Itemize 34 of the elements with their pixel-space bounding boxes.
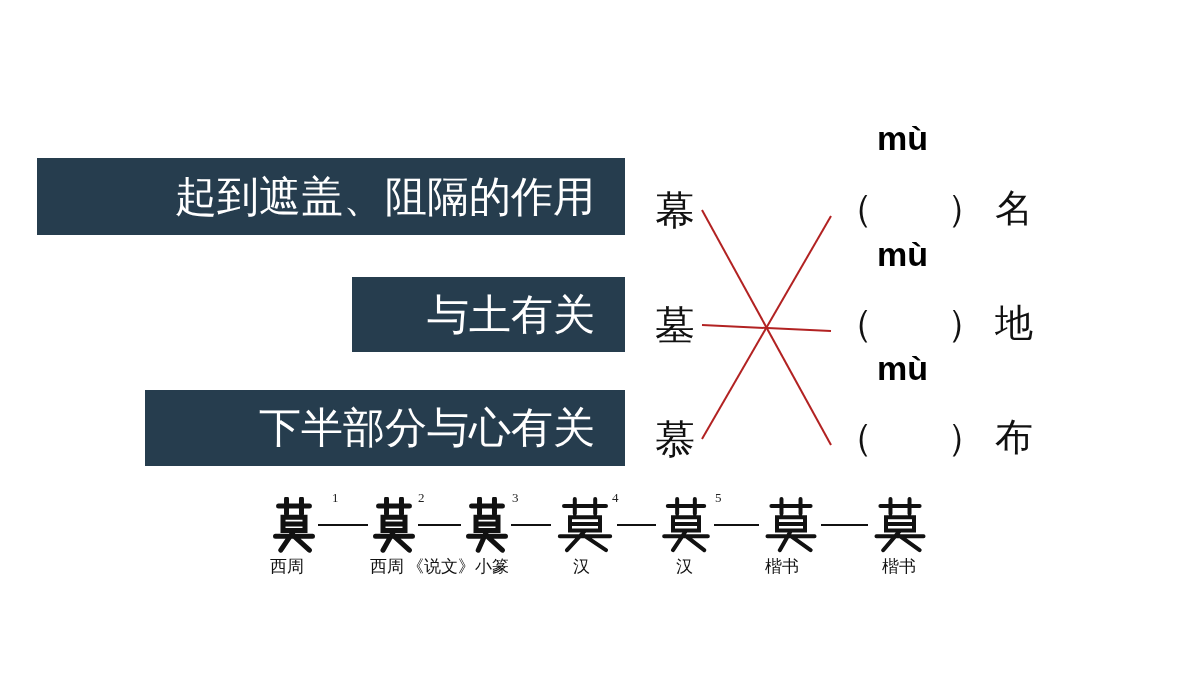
character-text: 慕 [650,414,700,464]
character-text: 名 [995,186,1033,230]
label-box: 与土有关 [352,277,625,352]
callout-number: 3 [512,490,519,506]
dash-connector [713,524,760,526]
callout-number: 5 [715,490,722,506]
label-box: 下半部分与心有关 [145,390,625,466]
character-text: 地 [995,301,1033,345]
caption-text: 西周 [370,555,404,578]
caption-text: 汉 [573,555,590,578]
matching-line [701,324,832,332]
label-box: 起到遮盖、阻隔的作用 [37,158,625,235]
fill-in-brackets: （ ） [835,301,986,345]
character-text: 墓 [650,300,700,350]
caption-text: 楷书 [882,555,916,578]
caption-text: 楷书 [765,555,799,578]
caption-text: 《说文》小篆 [407,555,509,578]
dash-connector [317,524,369,526]
dash-connector [510,524,552,526]
fill-in-brackets: （ ） [835,186,986,230]
pinyin-text: mù [877,120,928,156]
character-text: 幕 [650,185,700,235]
callout-number: 1 [332,490,339,506]
character-text: 布 [995,415,1033,459]
caption-text: 西周 [270,555,304,578]
fill-in-brackets: （ ） [835,415,986,459]
dash-connector [616,524,657,526]
caption-text: 汉 [676,555,693,578]
callout-number: 4 [612,490,619,506]
pinyin-text: mù [877,236,928,272]
dash-connector [417,524,462,526]
callout-number: 2 [418,490,425,506]
dash-connector [820,524,869,526]
pinyin-text: mù [877,350,928,386]
